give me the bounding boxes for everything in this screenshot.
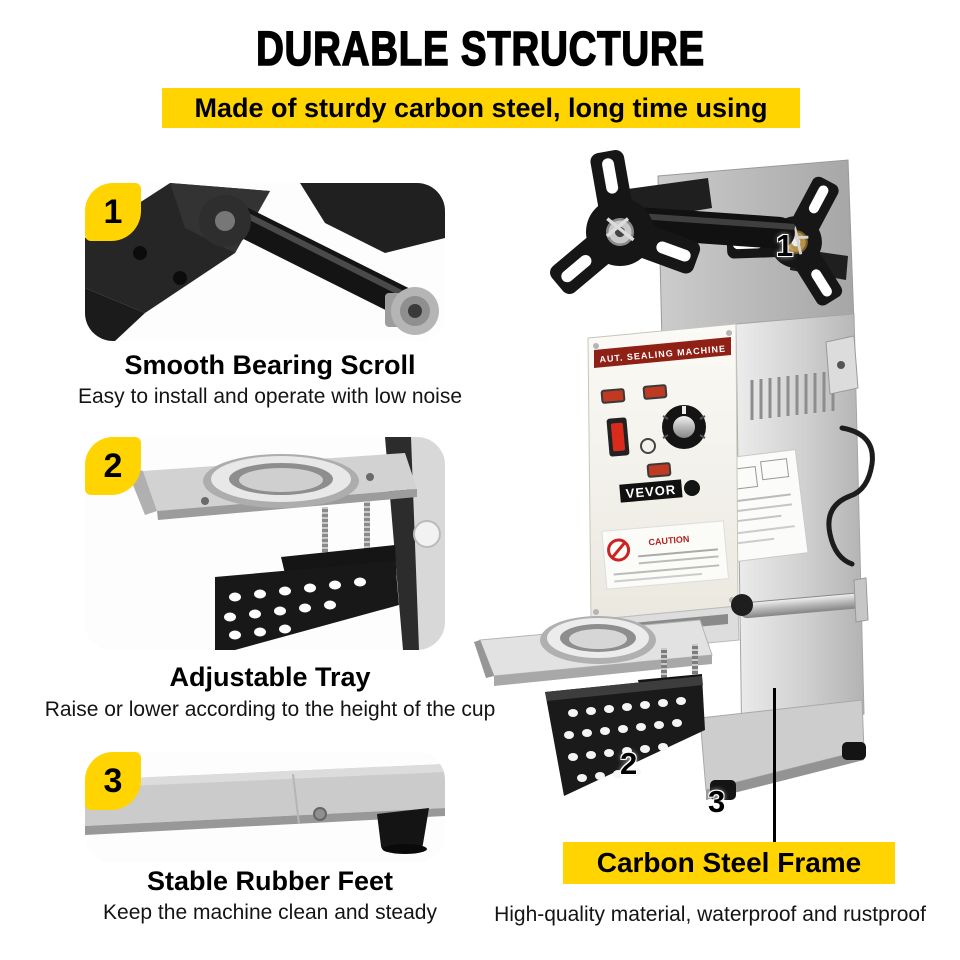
callout-label: Carbon Steel Frame: [563, 842, 895, 884]
machine-marker-2: 2: [620, 746, 638, 781]
ventilation-slits: [750, 371, 835, 420]
callout-connector-line: [773, 688, 776, 842]
rubber-feet-photo: [85, 752, 445, 862]
feature-2-badge: 2: [85, 437, 141, 495]
machine-marker-1: 1: [776, 228, 794, 263]
power-cord: [826, 425, 875, 567]
subtitle-text: Made of sturdy carbon steel, long time u…: [194, 92, 768, 123]
indicator-window-right: [642, 384, 668, 400]
side-instruction-sticker: [717, 448, 809, 563]
rubber-foot-front: [710, 780, 736, 800]
side-handle: [731, 577, 869, 623]
caution-sticker: CAUTION: [601, 520, 730, 590]
brand-logo-text: VEVOR: [625, 482, 677, 501]
start-button: [684, 480, 700, 496]
cup-tray: [474, 616, 713, 706]
brand-logo: VEVOR: [619, 479, 683, 503]
feature-3-number: 3: [103, 761, 123, 800]
indicator-window-left: [600, 388, 626, 404]
feature-2-number: 2: [103, 446, 123, 485]
machine-base: [699, 699, 866, 800]
caution-text: CAUTION: [648, 534, 690, 548]
power-rocker-switch: [606, 417, 630, 457]
callout-label-text: Carbon Steel Frame: [596, 847, 862, 878]
rubber-foot-back: [842, 742, 866, 760]
sealing-machine-photo: AUT. SEALING MACHINE: [470, 128, 960, 828]
feature-2-title: Adjustable Tray: [169, 662, 371, 692]
feature-3-title: Stable Rubber Feet: [146, 866, 394, 896]
feature-1-description: Easy to install and operate with low noi…: [77, 385, 463, 408]
film-reel-left: [546, 148, 703, 298]
control-panel: AUT. SEALING MACHINE: [587, 323, 739, 621]
feature-2-description: Raise or lower according to the height o…: [44, 698, 496, 721]
feature-1-title: Smooth Bearing Scroll: [124, 350, 416, 380]
feature-1-number: 1: [103, 192, 123, 231]
feature-3-badge: 3: [85, 752, 141, 810]
feature-1-badge: 1: [85, 183, 141, 241]
dial-icon: [640, 438, 656, 454]
prohibition-icon: [607, 538, 631, 562]
panel-header-band: [594, 337, 731, 368]
page-title: DURABLE STRUCTURE: [0, 22, 960, 77]
feature-card-bearing: 1: [85, 183, 445, 341]
feature-card-tray: 2: [85, 437, 445, 650]
subtitle-highlight: Made of sturdy carbon steel, long time u…: [162, 88, 800, 128]
counter-window: [646, 462, 672, 478]
page-title-text: DURABLE STRUCTURE: [255, 22, 705, 77]
temperature-knob: [662, 405, 706, 449]
callout-description: High-quality material, waterproof and ru…: [494, 903, 926, 926]
feature-3-description: Keep the machine clean and steady: [103, 901, 437, 924]
machine-illustration: AUT. SEALING MACHINE: [474, 148, 875, 800]
machine-marker-3: 3: [708, 784, 726, 819]
bearing-scroll-photo: [85, 183, 445, 341]
adjustable-tray-photo: [85, 437, 445, 650]
cup-holder-ring: [540, 616, 656, 664]
drip-tray: [545, 676, 705, 796]
feature-card-feet: 3: [85, 752, 445, 862]
